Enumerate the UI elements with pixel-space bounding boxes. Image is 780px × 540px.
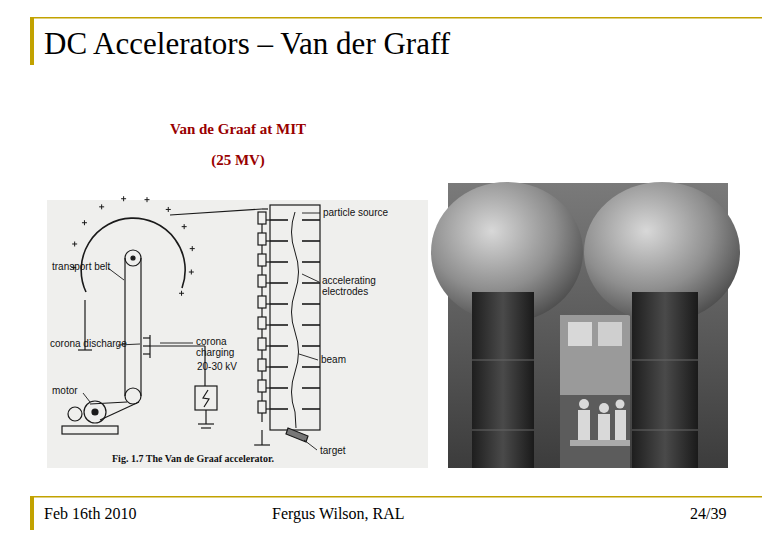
part-label-text: particle source	[323, 207, 388, 218]
slide-title-text: DC Accelerators – Van der Graff	[44, 26, 450, 61]
part-label: corona discharge	[50, 339, 127, 350]
footer-author: Fergus Wilson, RAL	[272, 505, 405, 523]
schematic-figure	[47, 196, 428, 468]
figure-caption: Fig. 1.7 The Van de Graaf accelerator.	[112, 453, 274, 464]
footer-page-text: 24/39	[690, 505, 726, 522]
part-label: accelerating electrodes	[322, 276, 402, 297]
part-label-text: corona discharge	[50, 338, 127, 349]
leader-lines	[83, 213, 320, 450]
footer-page: 24/39	[690, 505, 726, 523]
voltage-label-text: 20-30 kV	[197, 361, 237, 372]
figure-caption-text: Fig. 1.7 The Van de Graaf accelerator.	[112, 453, 274, 464]
part-label-text: beam	[321, 354, 346, 365]
part-label: target	[320, 446, 346, 457]
footer-author-text: Fergus Wilson, RAL	[272, 505, 405, 522]
part-label: beam	[321, 355, 346, 366]
template-rules	[30, 17, 762, 530]
slide-title: DC Accelerators – Van der Graff	[44, 26, 450, 62]
subtitle: Van de Graaf at MIT	[170, 121, 306, 138]
part-label: particle source	[323, 208, 388, 219]
part-label-text: motor	[52, 385, 78, 396]
voltage-label: 20-30 kV	[197, 362, 237, 373]
part-label-text: accelerating electrodes	[322, 275, 376, 297]
subtitle: (25 MV)	[211, 152, 265, 169]
part-label-text: corona charging	[196, 336, 234, 358]
footer-date-text: Feb 16th 2010	[44, 505, 136, 522]
footer-date: Feb 16th 2010	[44, 505, 136, 523]
part-label: transport belt	[52, 262, 110, 273]
subtitle-text: (25 MV)	[211, 152, 265, 168]
part-label-text: target	[320, 445, 346, 456]
part-label: corona charging	[196, 337, 256, 358]
subtitle-text: Van de Graaf at MIT	[170, 121, 306, 137]
photo-van-de-graaff	[431, 182, 740, 468]
part-label: motor	[52, 386, 78, 397]
part-label-text: transport belt	[52, 261, 110, 272]
